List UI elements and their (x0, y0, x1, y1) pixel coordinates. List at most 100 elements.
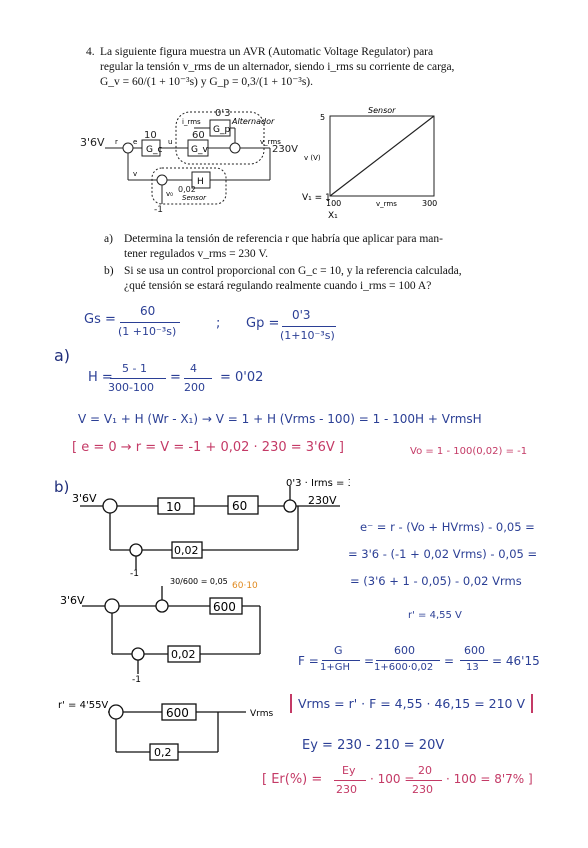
c2-sum-3 (131, 647, 145, 661)
sum-junction-2 (229, 142, 241, 154)
sep: ; (216, 316, 221, 331)
gp-num: 0'3 (292, 308, 311, 322)
vo-equation: Vo = 1 - 100(0,02) = -1 (410, 446, 528, 457)
gain-value: 0,02 (178, 185, 196, 194)
error-line-4: r' = 4,55 V (408, 610, 462, 621)
problem-line-2: regular la tensión v_rms de un alternado… (100, 61, 455, 73)
c3-feedback: 0,2 (154, 746, 172, 759)
block-diagram-c3: r' = 4'55V 600 Vrms 0,2 (58, 700, 273, 761)
problem-line-1: La siguiente figura muestra un AVR (Auto… (100, 46, 434, 58)
ref-value: 3'6V (80, 136, 105, 149)
c2-feedback: 0,02 (171, 648, 196, 661)
h-num2: 4 (190, 362, 197, 375)
sensor-plot: Sensor 5 v (V) V₁ = 1 100 300 v_rms X₁ (302, 106, 437, 219)
h-den2: 200 (184, 381, 205, 394)
vrms-result-box: Vrms = r' · F = 4,55 · 46,15 = 210 V (290, 694, 534, 713)
x-axis-label: v_rms (376, 200, 397, 208)
part-b-label: b) (54, 478, 70, 496)
x-min-note: X₁ (328, 211, 338, 219)
er-mid: · 100 = (370, 772, 415, 786)
c2-sum-2 (155, 599, 169, 613)
f-den-2: 1+600·0,02 (374, 662, 434, 673)
er-den-2: 230 (412, 783, 433, 796)
f-num-2: 600 (394, 644, 415, 657)
sensor-line (329, 115, 435, 197)
gc-value: 10 (144, 130, 157, 141)
block-diagram-b: 3'6V 10 60 0'3 · Irms = 30A 230V 0,02 -1 (72, 478, 350, 576)
b-disturbance: 0'3 · Irms = 30A (286, 478, 350, 489)
h-num1: 5 - 1 (122, 362, 147, 375)
h-lhs: H = (88, 370, 113, 385)
v0-value: -1 (154, 205, 163, 215)
x-max-label: 300 (422, 199, 437, 208)
v-equation: V = V₁ + H (Wr - X₁) → V = 1 + H (Vrms -… (78, 412, 482, 426)
plot-frame (329, 115, 435, 197)
h-eq: = (170, 370, 181, 385)
irms-label: i_rms (182, 118, 201, 126)
b-ref: 3'6V (72, 492, 97, 505)
er-result: · 100 = 8'7% ] (446, 772, 533, 786)
reference-result: [ e = 0 → r = V = -1 + 0,02 · 230 = 3'6V… (72, 440, 344, 455)
gp-den: (1+10⁻³s) (280, 329, 335, 342)
problem-number: 4. (86, 46, 95, 58)
error-line-3: = (3'6 + 1 - 0,05) - 0,02 Vrms (350, 574, 522, 588)
out-label: v_rms (260, 138, 281, 146)
ey-line: Ey = 230 - 210 = 20V (302, 738, 445, 753)
out-value: 230V (272, 144, 298, 155)
c2-ref: 3'6V (60, 594, 85, 607)
er-lhs: [ Er(%) = (262, 772, 323, 787)
h-den1: 300-100 (108, 381, 154, 394)
b-gain-1: 10 (166, 500, 181, 514)
b-vo: -1 (130, 569, 139, 576)
b-sum-3 (129, 543, 143, 557)
f-den-1: 1+GH (320, 662, 351, 673)
question-a-line-2: tener regulados v_rms = 230 V. (124, 248, 269, 260)
er-den-1: 230 (336, 783, 357, 796)
alternator-dotted-box (175, 111, 265, 165)
gs-den: (1 +10⁻³s) (118, 325, 177, 338)
c2-orange-note: 60·10 (232, 581, 258, 591)
u-label: u (168, 138, 172, 146)
sensor-label: Sensor (182, 194, 207, 202)
b-sum-2 (283, 499, 297, 513)
question-b-label: b) (104, 265, 114, 277)
problem-line-3: G_v = 60/(1 + 10⁻³s) y G_p = 0,3/(1 + 10… (100, 76, 313, 88)
question-a-label: a) (104, 233, 113, 245)
h-label: H (197, 177, 204, 187)
b-gain-block-2 (227, 495, 259, 515)
plot-title: Sensor (368, 106, 396, 115)
c2-disturbance: 30/600 = 0,05 (170, 577, 228, 586)
f-lhs: F = (298, 654, 319, 668)
r-label: r (115, 138, 118, 146)
y-max-label: 5 (320, 113, 325, 122)
block-diagram-c2: 3'6V 30/600 = 0,05 600 60·10 0,02 -1 (60, 577, 261, 685)
er-num-1: Ey (342, 764, 356, 777)
f-num-3: 600 (464, 644, 485, 657)
question-b-line-1: Si se usa un control proporcional con G_… (124, 265, 462, 277)
c3-sum (108, 704, 124, 720)
y-min-label: V₁ = 1 (302, 193, 331, 203)
sum-junction-3 (156, 174, 168, 186)
sum-junction-1 (122, 142, 134, 154)
gv-value: 60 (192, 130, 205, 141)
gs-num: 60 (140, 304, 156, 318)
c2-sum-1 (104, 598, 120, 614)
error-line-1: e⁻ = r - (Vo + HVrms) - 0,05 = (360, 520, 535, 534)
c2-vo: -1 (132, 675, 141, 685)
y-axis-label: v (V) (304, 154, 321, 162)
f-num-1: G (334, 644, 343, 657)
v0-label: v₀ (166, 190, 173, 198)
f-result: = 46'15 (492, 654, 540, 668)
b-gain-2: 60 (232, 499, 247, 513)
e-label: e (133, 138, 137, 146)
er-num-2: 20 (418, 764, 432, 777)
c3-gain: 600 (166, 706, 189, 720)
avr-block-diagram: G_c G_v G_p H i_rms Alternador v_rms u e… (80, 108, 298, 215)
c3-output: Vrms (250, 709, 273, 719)
gp-value: 0'3 (215, 108, 230, 119)
v-label: v (133, 170, 137, 178)
question-b-line-2: ¿qué tensión se estará regulando realmen… (124, 280, 432, 292)
part-a-label: a) (54, 346, 71, 365)
alternador-label: Alternador (231, 117, 275, 126)
f-den-3: 13 (466, 662, 479, 673)
